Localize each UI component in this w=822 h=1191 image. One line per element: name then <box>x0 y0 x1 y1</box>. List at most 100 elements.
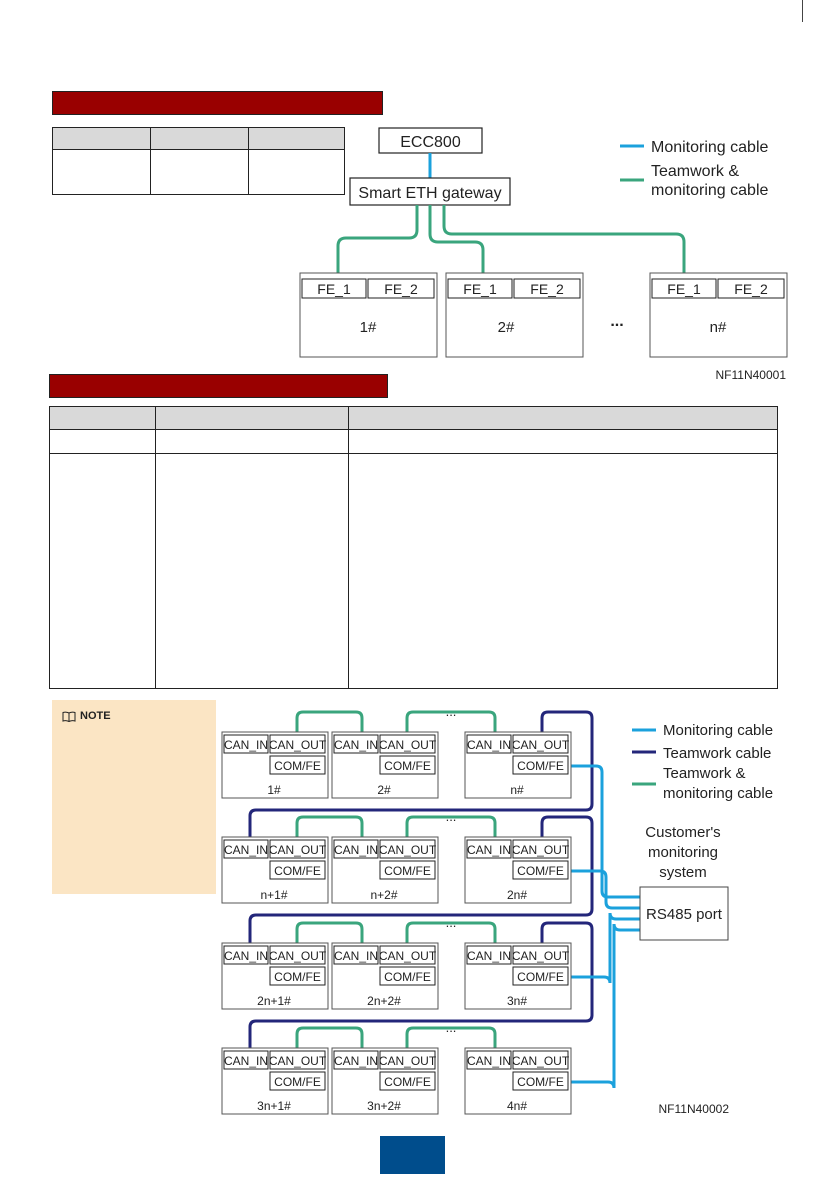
cable-gateway-unit-2 <box>428 205 485 279</box>
port-can-out <box>512 839 569 859</box>
unit-label: 1# <box>267 783 281 797</box>
table-1-header-cell <box>52 127 151 150</box>
port-can-in-label: CAN_IN <box>467 843 511 857</box>
port-fe2-label: FE_2 <box>530 281 564 297</box>
unit-label: 1# <box>360 319 377 336</box>
table-2-header-cell <box>348 406 778 430</box>
page-number-box <box>380 1136 445 1174</box>
port-can-in-label: CAN_IN <box>224 949 268 963</box>
port-fe2-label: FE_2 <box>384 281 418 297</box>
port-com-fe-label: COM/FE <box>384 864 431 878</box>
unit-label: n+1# <box>260 888 287 902</box>
unit-label: 3n+1# <box>257 1099 291 1113</box>
port-fe1-label: FE_1 <box>463 281 497 297</box>
table-cell <box>155 453 349 689</box>
port-can-out <box>379 945 436 965</box>
port-fe2-label: FE_2 <box>734 281 768 297</box>
port-can-in-label: CAN_IN <box>334 949 378 963</box>
ecc800-label: ECC800 <box>400 134 461 151</box>
legend-label-monitoring: Monitoring cable <box>651 139 769 156</box>
cable-teamwork-monitoring <box>295 921 364 954</box>
port-can-out-label: CAN_OUT <box>379 738 437 752</box>
port-can-out-label: CAN_OUT <box>379 1054 437 1068</box>
unit-box <box>331 836 439 904</box>
unit-label: n+2# <box>370 888 397 902</box>
port-com-fe <box>269 860 326 880</box>
port-com-fe <box>512 860 569 880</box>
unit-label: 2n+1# <box>257 994 291 1008</box>
note-header: NOTE <box>62 710 111 722</box>
cable-teamwork <box>248 815 594 954</box>
table-cell <box>348 429 778 454</box>
port-can-out-label: CAN_OUT <box>512 738 570 752</box>
cable-teamwork <box>248 710 594 848</box>
port-can-in <box>333 945 379 965</box>
table-cell <box>248 149 345 195</box>
gateway-label: Smart ETH gateway <box>358 185 501 202</box>
cable-teamwork-monitoring <box>405 921 497 954</box>
port-com-fe-label: COM/FE <box>274 970 321 984</box>
unit-box <box>464 942 572 1010</box>
fold-mark <box>802 0 803 22</box>
rs485-port-label: RS485 port <box>646 906 723 923</box>
unit-box <box>331 1047 439 1115</box>
cable-teamwork <box>248 921 594 1059</box>
note-box: NOTE <box>52 700 216 894</box>
port-can-out-label: CAN_OUT <box>512 1054 570 1068</box>
port-can-in <box>466 839 512 859</box>
port-can-out <box>269 734 326 754</box>
port-can-in <box>466 1050 512 1070</box>
ellipsis: ... <box>446 915 457 930</box>
port-com-fe-label: COM/FE <box>517 759 564 773</box>
figure-id-1: NF11N40001 <box>716 368 787 382</box>
port-can-out <box>269 945 326 965</box>
port-can-out <box>379 839 436 859</box>
unit-box <box>221 942 329 1010</box>
table-cell <box>52 149 151 195</box>
unit-label: 3n+2# <box>367 1099 401 1113</box>
port-com-fe-label: COM/FE <box>517 864 564 878</box>
port-can-in-label: CAN_IN <box>334 1054 378 1068</box>
port-can-in <box>333 734 379 754</box>
port-can-in-label: CAN_IN <box>467 1054 511 1068</box>
port-fe1 <box>651 278 717 299</box>
note-label: NOTE <box>80 710 111 722</box>
port-fe1 <box>447 278 513 299</box>
unit-label: 4n# <box>507 1099 527 1113</box>
port-fe1-label: FE_1 <box>667 281 701 297</box>
customer-system-label: monitoring <box>648 844 718 861</box>
table-1-header-row <box>52 127 345 150</box>
table-row <box>52 149 345 195</box>
port-can-out <box>379 1050 436 1070</box>
figure-id-2: NF11N40002 <box>659 1102 730 1116</box>
legend-label-teamwork-monitoring-cont: monitoring cable <box>663 785 773 802</box>
table-2-header-cell <box>49 406 156 430</box>
cable-teamwork-monitoring <box>295 710 364 743</box>
port-can-in <box>466 945 512 965</box>
legend-label-teamwork: Teamwork & <box>651 163 739 180</box>
cable-monitoring <box>570 923 640 1089</box>
cable-teamwork-monitoring <box>405 710 497 743</box>
ellipsis: ... <box>446 1020 457 1035</box>
port-fe2 <box>717 278 785 299</box>
table-2-header-cell <box>155 406 349 430</box>
port-com-fe-label: COM/FE <box>274 759 321 773</box>
table-cell <box>49 453 156 689</box>
port-can-out <box>379 734 436 754</box>
unit-box <box>464 836 572 904</box>
port-com-fe <box>512 755 569 775</box>
cable-teamwork-monitoring <box>405 815 497 848</box>
port-can-in <box>223 839 269 859</box>
cable-monitoring <box>570 912 640 984</box>
customer-system-label: Customer's <box>645 824 720 841</box>
port-can-out-label: CAN_OUT <box>512 843 570 857</box>
table-2 <box>49 406 778 689</box>
port-can-out-label: CAN_OUT <box>269 843 327 857</box>
cable-gateway-unit-1 <box>336 205 419 279</box>
port-com-fe-label: COM/FE <box>384 1075 431 1089</box>
port-fe2 <box>367 278 435 299</box>
port-can-in-label: CAN_IN <box>467 738 511 752</box>
legend-label-teamwork-cont: monitoring cable <box>651 182 769 199</box>
port-can-out <box>512 734 569 754</box>
